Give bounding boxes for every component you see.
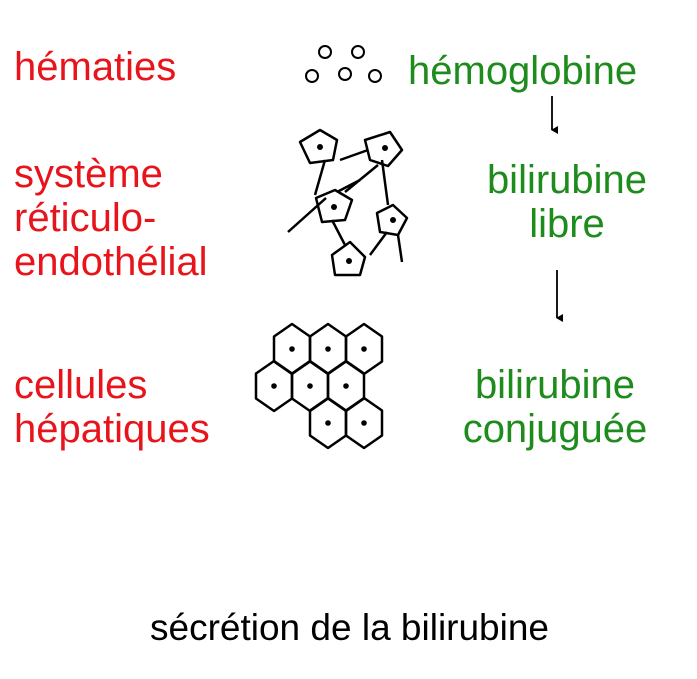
red-blood-cells-icon [305, 45, 382, 83]
hepatocyte-nucleus [325, 420, 331, 426]
reticuloendothelial-cells-icon [287, 128, 409, 277]
label-hemoglobine-text: hémoglobine [408, 49, 638, 93]
label-systeme-line-2: réticulo- [14, 196, 157, 240]
hepatocyte-nucleus [361, 420, 367, 426]
label-hematies-text: hématies [14, 45, 177, 89]
label-bilirubine-conjuguee-line-1: bilirubine [474, 363, 636, 407]
label-bilirubine-conjuguee-line-2: conjuguée [462, 407, 648, 451]
label-bilirubine-conjuguee: bilirubine conjuguée [440, 363, 670, 451]
label-bilirubine-libre-line-1: bilirubine [486, 158, 648, 202]
hepatocyte-nucleus [289, 346, 295, 352]
label-hematies: hématies [14, 45, 176, 89]
label-bilirubine-libre-line-2: libre [529, 202, 605, 246]
hepatocyte-nucleus [343, 383, 349, 389]
label-systeme-line-3: endothélial [14, 240, 208, 284]
label-cellules-line-1: cellules [14, 363, 148, 407]
caption-secretion-text: sécrétion de la bilirubine [150, 607, 550, 648]
caption-secretion: sécrétion de la bilirubine [150, 606, 549, 650]
label-hemoglobine: hémoglobine [408, 49, 637, 93]
label-systeme-reticulo-endothelial: système réticulo- endothélial [14, 152, 208, 284]
label-bilirubine-libre: bilirubine libre [462, 158, 672, 246]
hepatocyte-cell [344, 396, 384, 450]
arrow-down-icon [551, 96, 563, 322]
label-cellules-hepatiques: cellules hépatiques [14, 363, 210, 451]
hepatocyte-nucleus [271, 383, 277, 389]
hepatocyte-nucleus [325, 346, 331, 352]
label-systeme-line-1: système [14, 152, 163, 196]
hepatocyte-nucleus [307, 383, 313, 389]
label-cellules-line-2: hépatiques [14, 407, 210, 451]
hepatocyte-nucleus [361, 346, 367, 352]
hepatocytes-icon [254, 322, 384, 450]
